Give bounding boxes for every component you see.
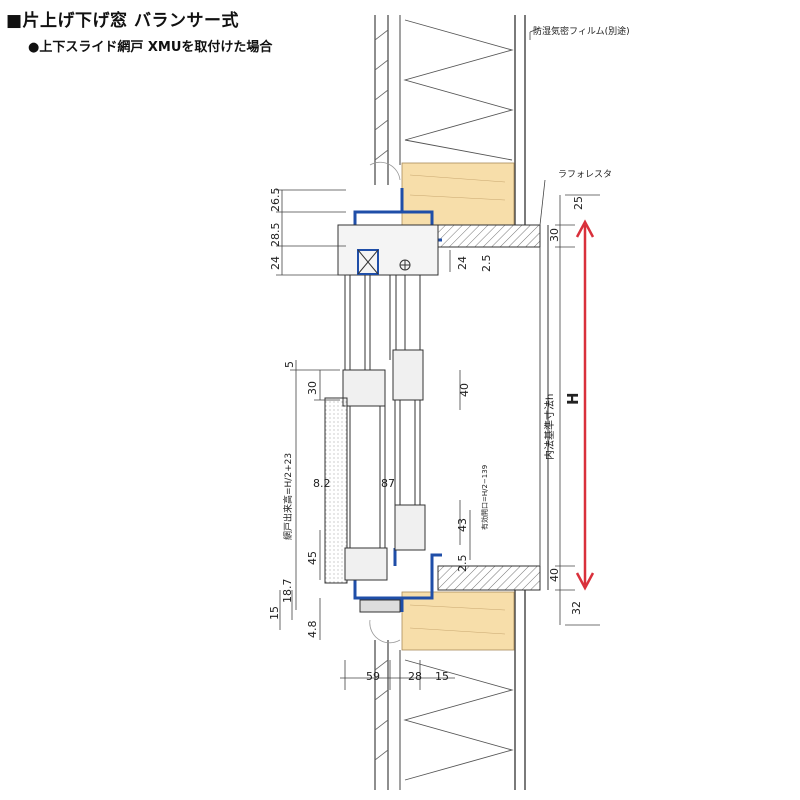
dim-center-2: 2.5 (480, 255, 493, 273)
dim-left-mid-1: 5 (283, 361, 296, 368)
wall-insulation (403, 15, 526, 790)
lath-label: ラフォレスタ (558, 169, 612, 180)
dim-center-6: 2.5 (456, 555, 469, 573)
dim-center-3: 40 (458, 383, 471, 397)
dim-left-top-1: 26.5 (269, 188, 282, 213)
exterior-cladding (374, 15, 401, 790)
bottom-wood-block (401, 591, 515, 651)
dim-left-mid-2: 30 (306, 381, 319, 395)
dim-right-3: 40 (548, 568, 561, 582)
dim-left-low-1: 8.2 (313, 477, 331, 490)
dim-right-2: 30 (548, 228, 561, 242)
screen-height-label: 網戸出来高=H/2+23 (282, 453, 294, 540)
dim-center-1: 24 (456, 256, 469, 270)
dim-left-top-3: 24 (269, 256, 282, 270)
dim-bottom-3: 15 (435, 670, 449, 683)
dim-left-bottom-2: 15 (268, 606, 281, 620)
page-subtitle: ●上下スライド網戸 XMUを取付けた場合 (28, 40, 273, 55)
dim-right-4: 32 (570, 601, 583, 615)
dim-bottom-2: 28 (408, 670, 422, 683)
dim-right-1: 25 (572, 196, 585, 210)
height-arrow (575, 219, 595, 591)
dim-center-5: 43 (456, 518, 469, 532)
dim-left-top-2: 28.5 (269, 223, 282, 248)
top-interior-board (437, 224, 541, 248)
dim-left-low-2: 45 (306, 551, 319, 565)
dim-left-bottom-3: 4.8 (306, 621, 319, 639)
height-label: H (564, 392, 582, 405)
arc-guides (369, 161, 401, 644)
film-label: 防湿気密フィルム(別途) (533, 25, 630, 37)
dimension-lines (276, 27, 600, 690)
dim-center-4: 87 (381, 477, 395, 490)
bottom-interior-board (437, 565, 541, 591)
dim-left-bottom-1: 18.7 (281, 579, 294, 604)
dim-bottom-1: 59 (366, 670, 380, 683)
effective-opening-label: 有効開口=H/2−139 (480, 465, 489, 530)
top-wood-block (401, 162, 515, 226)
page-title: ■片上げ下げ窓 バランサー式 (6, 11, 239, 31)
sash-details (324, 224, 439, 613)
inner-size-label: 内法基準寸法h (543, 394, 556, 460)
